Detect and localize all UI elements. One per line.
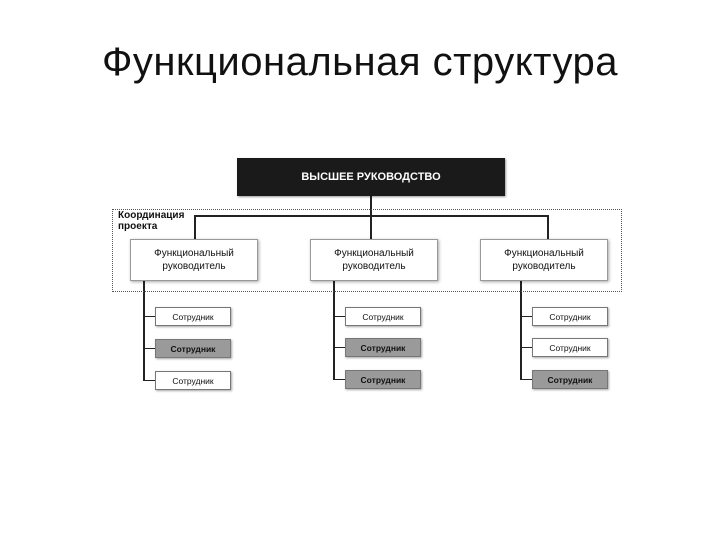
top-management-box: ВЫСШЕЕ РУКОВОДСТВО: [237, 158, 505, 196]
employee-box: Сотрудник: [155, 339, 231, 358]
employee-box: Сотрудник: [532, 370, 608, 389]
connector-manager-3: [547, 215, 549, 239]
connector-top-vertical: [370, 196, 372, 216]
branch-tick: [143, 348, 155, 349]
manager-box-3: Функциональный руководитель: [480, 239, 608, 281]
branch-tick: [520, 316, 532, 317]
branch-tick: [520, 347, 532, 348]
branch-tick: [333, 347, 345, 348]
branch-tick: [143, 316, 155, 317]
manager-box-2: Функциональный руководитель: [310, 239, 438, 281]
employee-box: Сотрудник: [532, 307, 608, 326]
manager-box-1: Функциональный руководитель: [130, 239, 258, 281]
coordination-frame: [112, 209, 622, 292]
coordination-label: Координация проекта: [118, 210, 185, 232]
employee-box: Сотрудник: [345, 338, 421, 357]
employee-box: Сотрудник: [155, 371, 231, 390]
connector-manager-2: [370, 215, 372, 239]
employee-box: Сотрудник: [532, 338, 608, 357]
branch-line-3: [520, 281, 522, 380]
branch-tick: [333, 316, 345, 317]
branch-line-2: [333, 281, 335, 380]
slide-title: Функциональная структура: [101, 40, 618, 84]
connector-manager-1: [194, 215, 196, 239]
branch-line-1: [143, 281, 145, 381]
employee-box: Сотрудник: [155, 307, 231, 326]
branch-tick: [143, 380, 155, 381]
employee-box: Сотрудник: [345, 307, 421, 326]
branch-tick: [333, 379, 345, 380]
employee-box: Сотрудник: [345, 370, 421, 389]
branch-tick: [520, 379, 532, 380]
